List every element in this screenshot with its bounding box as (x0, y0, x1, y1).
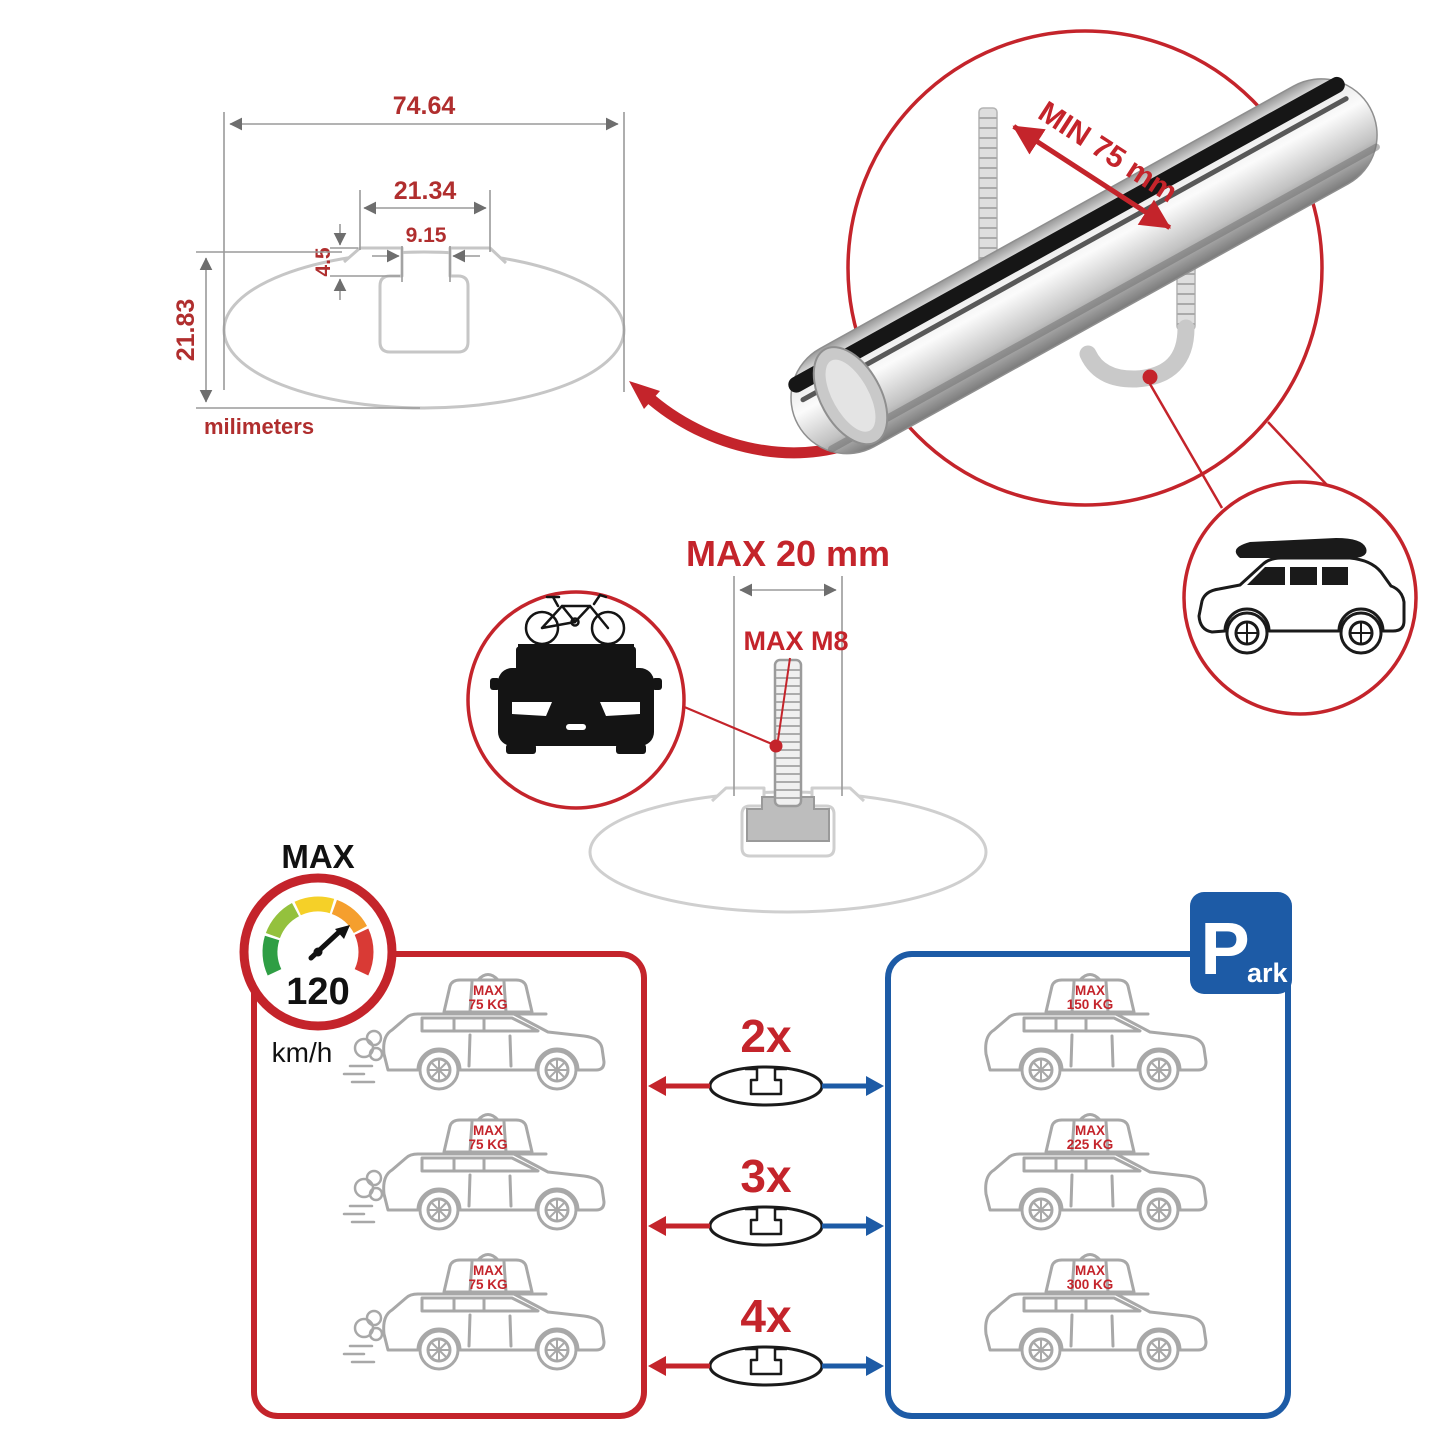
bar-count-1: 2x (740, 1010, 792, 1062)
parking-sign-board (1190, 892, 1292, 994)
roof-bag-label: 75 KG (468, 997, 507, 1012)
roofbox-car-callout (1148, 383, 1418, 716)
bar-profile-slot-outline (343, 246, 508, 354)
dim-overall-height-label: 21.83 (172, 299, 200, 362)
roof-bag-label: MAX (473, 1263, 503, 1278)
cross-section-diagram: 74.64 21.34 9.15 4.5 21.83 milimeters (172, 92, 626, 439)
roof-bag-label: MAX (473, 1123, 503, 1138)
dim-overall-width (223, 112, 625, 392)
aluminum-bar (788, 76, 1380, 455)
threaded-bolt (773, 658, 803, 808)
car-body (1197, 556, 1406, 634)
dim-lip-height (330, 224, 400, 300)
bar-cross-section-icon (708, 1205, 824, 1247)
side-window-2 (1322, 567, 1348, 585)
roof-bag-label: 75 KG (468, 1277, 507, 1292)
max-m8-label: MAX M8 (743, 626, 848, 656)
parking-sign-suffix: ark (1247, 958, 1289, 988)
roof-bag-label: MAX (473, 983, 503, 998)
dim-plateau-width-label: 21.34 (394, 177, 457, 205)
roof-bag-label: MAX (1075, 1263, 1105, 1278)
dim-slot-width-label: 9.15 (406, 224, 447, 247)
bike-car-leader-line (681, 704, 773, 746)
capacity-section: P ark MAX 120 km/h (239, 838, 1292, 1419)
right-arrow-icon (822, 1076, 884, 1096)
left-arrow-icon (648, 1216, 710, 1236)
bar-count-2: 3x (740, 1150, 792, 1202)
grille (566, 724, 586, 730)
bar-cross-section-icon (708, 1065, 824, 1107)
dim-plateau-width (359, 190, 491, 252)
dim-slot-width (372, 246, 480, 282)
bolt-slot-outline (710, 786, 866, 858)
roof-bag-label: MAX (1075, 1123, 1105, 1138)
slot-adapter (746, 796, 830, 842)
headlight-left (512, 702, 552, 716)
units-label: milimeters (204, 414, 314, 439)
speedometer-hub (313, 947, 323, 957)
detail-dot (1142, 369, 1158, 385)
windshield (1247, 567, 1285, 585)
dim-overall-height (196, 251, 420, 409)
left-arrow-icon (648, 1076, 710, 1096)
right-arrow-icon (822, 1216, 884, 1236)
left-arrow-icon (648, 1356, 710, 1376)
car-front-icon (490, 646, 662, 754)
bolt-dot (769, 739, 783, 753)
bolt-diagram: MAX 20 mm MAX M8 (588, 533, 988, 914)
speedometer: MAX 120 km/h (239, 838, 397, 1068)
m8-leader-line (777, 657, 791, 741)
speed-max-label: MAX (281, 838, 354, 875)
bike-car-callout (466, 590, 773, 810)
headlight-right (600, 702, 640, 716)
min-75-arrow (1012, 124, 1172, 230)
roof-bag-label: MAX (1075, 983, 1105, 998)
parking-sign-letter: P (1200, 907, 1249, 990)
roof-bag-label: 300 KG (1067, 1277, 1114, 1292)
dim-overall-width-label: 74.64 (393, 92, 456, 120)
speed-value: 120 (286, 971, 349, 1013)
dim-lip-height-label: 4.5 (312, 247, 335, 277)
bar-count-3: 4x (740, 1290, 792, 1342)
speedometer-arcs (262, 896, 374, 976)
suv-with-roofbox-icon (1197, 538, 1406, 655)
right-arrow-icon (822, 1356, 884, 1376)
bar-cross-section-icon (708, 1345, 824, 1387)
roof-box (1235, 538, 1367, 558)
zoom-arrow-head (629, 381, 660, 409)
roof-bag-label: 225 KG (1067, 1137, 1114, 1152)
max-20-label: MAX 20 mm (686, 533, 890, 574)
side-window-1 (1290, 567, 1317, 585)
speed-unit: km/h (272, 1037, 333, 1068)
dim-max-20 (733, 576, 843, 796)
callout-line-1 (1148, 383, 1224, 509)
roof-bag-label: 75 KG (468, 1137, 507, 1152)
speedometer-needle-tip (335, 925, 350, 939)
roof-bag-label: 150 KG (1067, 997, 1114, 1012)
bar-profile-slot-fill (344, 248, 506, 352)
bar-photo-callout: MIN 75 mm (788, 29, 1380, 507)
parking-sign: P ark (1190, 892, 1292, 994)
car-front-details (512, 702, 640, 730)
